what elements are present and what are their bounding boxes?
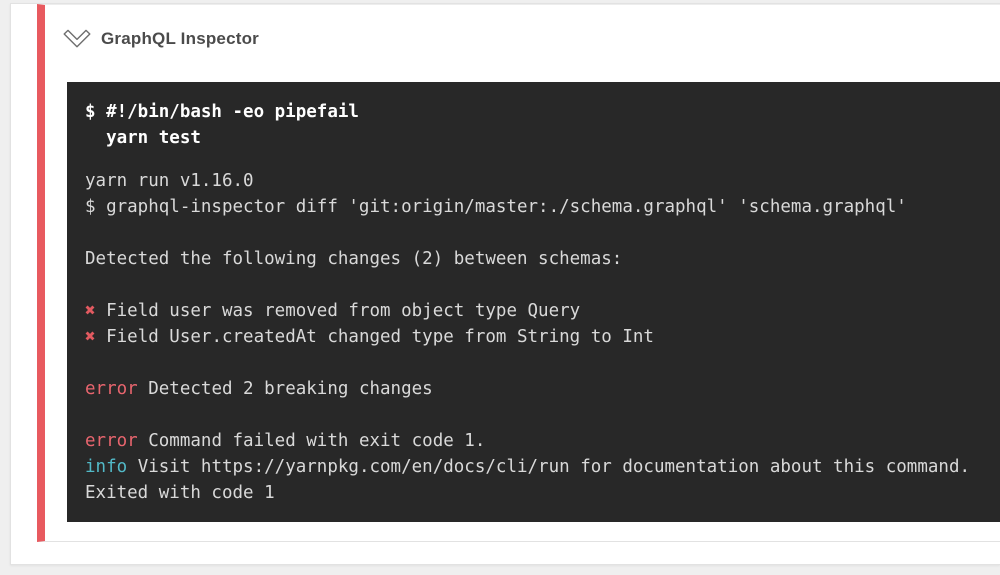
terminal-text-segment: info	[85, 457, 128, 477]
terminal-line: error Detected 2 breaking changes	[85, 376, 982, 402]
terminal-text-segment: Detected the following changes (2) betwe…	[85, 249, 623, 269]
terminal-text-segment: $ graphql-inspector diff 'git:origin/mas…	[85, 197, 907, 217]
terminal-line: error Command failed with exit code 1.	[85, 428, 982, 454]
terminal-text-segment: Field User.createdAt changed type from S…	[95, 327, 654, 347]
terminal-line	[85, 402, 982, 428]
terminal-text-segment: Command failed with exit code 1.	[137, 431, 486, 451]
job-output-panel: GraphQL Inspector $ #!/bin/bash -eo pipe…	[10, 3, 1000, 565]
step-title: GraphQL Inspector	[101, 29, 260, 48]
terminal-text-segment: Field user was removed from object type …	[95, 301, 581, 321]
terminal-text-segment: error	[85, 379, 138, 399]
cross-mark-icon: ✖	[85, 327, 96, 347]
cross-mark-icon: ✖	[85, 301, 96, 321]
terminal-command-block: $ #!/bin/bash -eo pipefail yarn test	[85, 99, 982, 151]
terminal-line: yarn test	[85, 128, 201, 148]
collapse-chevron-icon[interactable]	[61, 27, 93, 51]
terminal-line	[85, 272, 982, 298]
terminal-line: Detected the following changes (2) betwe…	[85, 246, 982, 272]
terminal-text-segment: yarn run v1.16.0	[85, 171, 254, 191]
terminal-line: info Visit https://yarnpkg.com/en/docs/c…	[85, 454, 982, 480]
terminal-text-segment: error	[85, 431, 138, 451]
terminal-line: yarn run v1.16.0	[85, 168, 982, 194]
terminal-line: $ graphql-inspector diff 'git:origin/mas…	[85, 194, 982, 220]
step-header[interactable]: GraphQL Inspector	[45, 5, 1000, 51]
terminal-text-segment: Visit https://yarnpkg.com/en/docs/cli/ru…	[127, 457, 971, 477]
terminal: $ #!/bin/bash -eo pipefail yarn test yar…	[67, 82, 1000, 522]
terminal-line: Exited with code 1	[85, 480, 982, 506]
terminal-line	[85, 220, 982, 246]
failed-step-card: GraphQL Inspector $ #!/bin/bash -eo pipe…	[37, 4, 1000, 542]
terminal-line: ✖ Field user was removed from object typ…	[85, 298, 982, 324]
terminal-text-segment: Detected 2 breaking changes	[137, 379, 433, 399]
terminal-text-segment: Exited with code 1	[85, 483, 275, 503]
terminal-output-block: yarn run v1.16.0 $ graphql-inspector diff…	[85, 168, 982, 506]
terminal-line: $ #!/bin/bash -eo pipefail	[85, 102, 359, 122]
terminal-line	[85, 350, 982, 376]
terminal-line: ✖ Field User.createdAt changed type from…	[85, 324, 982, 350]
